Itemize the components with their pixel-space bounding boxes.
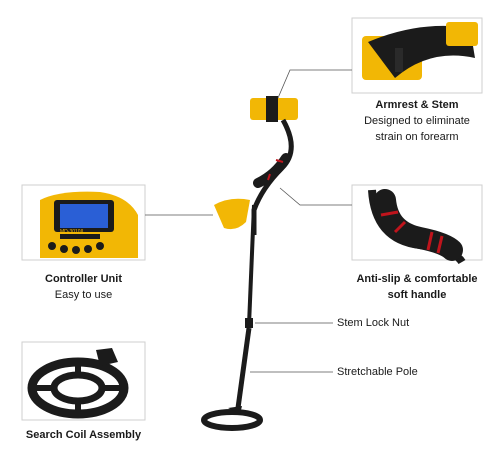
coil-title: Search Coil Assembly	[25, 429, 142, 441]
handle-label: Anti-slip & comfortable soft handle	[352, 271, 482, 303]
pole-upper	[247, 204, 256, 326]
handle-grip	[253, 153, 291, 188]
handle-title-line2: soft handle	[387, 289, 447, 301]
control-box	[214, 198, 250, 230]
metal-detector	[201, 96, 298, 431]
leader-lines	[145, 69, 352, 373]
armrest-desc-line2: strain on forearm	[375, 131, 459, 143]
coil-label: Search Coil Assembly	[16, 427, 151, 443]
armrest-desc-line1: Designed to eliminate	[364, 115, 470, 127]
controller-display-text: MD-3010II	[60, 229, 84, 235]
controller-desc: Easy to use	[54, 289, 113, 301]
controller-label: Controller Unit Easy to use	[22, 271, 145, 303]
search-coil	[201, 409, 263, 431]
armrest-detail-box	[351, 17, 483, 94]
coil-detail-box	[21, 341, 146, 421]
pole-label: Stretchable Pole	[337, 366, 418, 378]
armrest-title: Armrest & Stem	[375, 99, 459, 111]
controller-title: Controller Unit	[45, 273, 122, 285]
stem-lock-label: Stem Lock Nut	[337, 317, 410, 329]
handle-title-line1: Anti-slip & comfortable	[356, 273, 478, 285]
controller-detail-box	[21, 184, 146, 261]
stem-lock-nut	[245, 318, 253, 328]
pole-lower	[235, 327, 252, 409]
armrest-label: Armrest & Stem Designed to eliminate str…	[352, 97, 482, 145]
handle-detail-box	[351, 184, 483, 265]
